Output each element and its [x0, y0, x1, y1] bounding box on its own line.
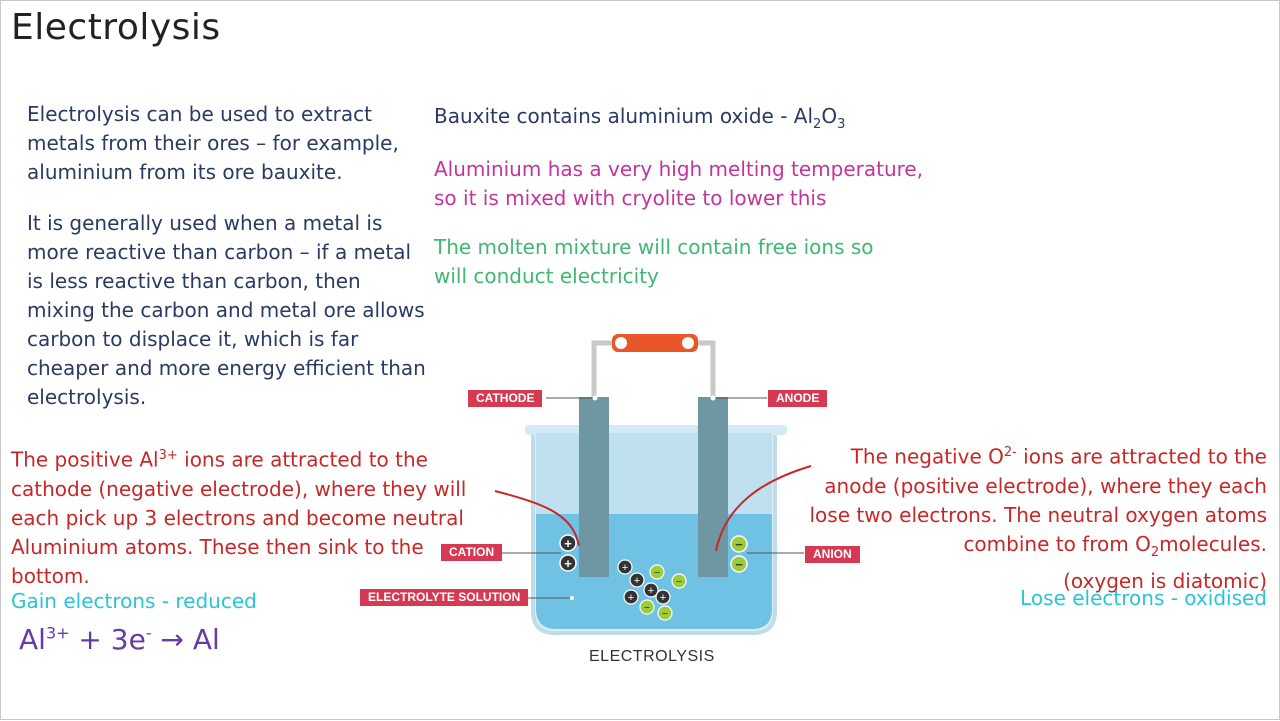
svg-text:+: + — [628, 592, 634, 604]
text-span: molecules. — [1159, 531, 1267, 556]
molten-note: The molten mixture will contain free ion… — [434, 233, 874, 291]
subscript: 2 — [1150, 544, 1160, 560]
svg-text:+: + — [648, 585, 654, 597]
svg-text:+: + — [622, 562, 628, 574]
text-line: lose two electrons. The neutral oxygen a… — [809, 502, 1267, 527]
cation-note: The positive Al3+ ions are attracted to … — [11, 441, 491, 591]
reactivity-paragraph: It is generally used when a metal is mor… — [27, 209, 437, 412]
svg-text:−: − — [644, 602, 650, 614]
bauxite-text: O — [821, 104, 838, 128]
cation-pointer-curve — [494, 490, 580, 547]
text-line: Aluminium has a very high melting temper… — [434, 157, 924, 181]
electrolyte-solution-label: ELECTROLYTE SOLUTION — [360, 589, 529, 606]
text-line: more reactive than carbon – if a metal — [27, 240, 412, 264]
text-line: cheaper and more energy efficient than — [27, 356, 426, 380]
text-line: mixing the carbon and metal ore allows — [27, 298, 425, 322]
text-line: The positive Al3+ ions are attracted to … — [11, 441, 491, 475]
beaker-upper-glass — [536, 433, 772, 517]
svg-text:+: + — [564, 556, 572, 571]
bauxite-note: Bauxite contains aluminium oxide - Al2O3 — [434, 102, 845, 139]
text-line: aluminium from its ore bauxite. — [27, 160, 343, 184]
anion-label: ANION — [805, 546, 860, 563]
text-line: so it is mixed with cryolite to lower th… — [434, 186, 827, 210]
superscript: 2- — [1003, 445, 1017, 460]
svg-text:−: − — [735, 557, 743, 572]
svg-text:+: + — [564, 536, 572, 551]
text-line: The molten mixture will contain free ion… — [434, 235, 874, 259]
text-line: bottom. — [11, 563, 90, 588]
battery-negative-terminal — [615, 337, 627, 349]
text-line: Electrolysis can be used to extract — [27, 102, 372, 126]
superscript: 3+ — [158, 448, 178, 463]
svg-text:−: − — [676, 576, 682, 588]
cation-label: CATION — [441, 544, 503, 561]
reduction-equation: Al3+ + 3e- → Al — [19, 623, 220, 656]
page-title: Electrolysis — [11, 7, 221, 48]
svg-text:−: − — [735, 537, 743, 552]
text-line: each pick up 3 electrons and become neut… — [11, 505, 464, 530]
text-line: The negative O2- ions are attracted to t… — [797, 438, 1267, 472]
svg-text:−: − — [662, 608, 668, 620]
text-line: It is generally used when a metal is — [27, 211, 383, 235]
bauxite-text: Bauxite contains aluminium oxide - Al — [434, 104, 814, 128]
equation-part: Al — [19, 623, 46, 656]
equation-part: + 3e — [69, 623, 146, 656]
text-line: (oxygen is diatomic) — [1063, 568, 1267, 593]
cathode-electrode — [579, 397, 609, 577]
battery-icon — [612, 334, 698, 352]
text-span: ions are attracted to the — [177, 447, 428, 472]
anode-label: ANODE — [768, 390, 828, 407]
text-line: is less reactive than carbon, then — [27, 269, 361, 293]
text-line: electrolysis. — [27, 385, 147, 409]
svg-text:+: + — [660, 592, 666, 604]
text-line: combine to from O2molecules. — [797, 530, 1267, 567]
superscript: 3+ — [45, 623, 70, 643]
text-line: metals from their ores – for example, — [27, 131, 399, 155]
text-span: combine to from O — [963, 531, 1151, 556]
equation-part: → Al — [151, 623, 220, 656]
text-span: The positive Al — [11, 447, 159, 472]
battery-positive-terminal — [682, 337, 694, 349]
text-span: The negative O — [850, 444, 1004, 469]
anode-electrode — [698, 397, 728, 577]
text-line: cathode (negative electrode), where they… — [11, 476, 467, 501]
cation-ions: + + — [559, 534, 577, 572]
subscript: 2 — [813, 117, 822, 132]
svg-text:+: + — [634, 575, 640, 587]
text-line: carbon to displace it, which is far — [27, 327, 359, 351]
diagram-caption: ELECTROLYSIS — [589, 648, 715, 665]
text-line: will conduct electricity — [434, 264, 659, 288]
anion-pointer-curve — [715, 465, 812, 552]
text-line: anode (positive electrode), where they e… — [824, 473, 1267, 498]
subscript: 3 — [837, 117, 846, 132]
text-span: ions are attracted to the — [1016, 444, 1267, 469]
anion-note: The negative O2- ions are attracted to t… — [797, 438, 1267, 596]
gain-electrons-note: Gain electrons - reduced — [11, 589, 257, 613]
svg-text:−: − — [654, 567, 660, 579]
melting-note: Aluminium has a very high melting temper… — [434, 155, 923, 213]
anion-ions: − − — [730, 535, 748, 573]
cathode-label: CATHODE — [468, 390, 543, 407]
free-ions: + + + + + − − − − — [617, 559, 687, 621]
superscript: - — [145, 623, 152, 643]
text-line: Aluminium atoms. These then sink to the — [11, 534, 424, 559]
intro-paragraph: Electrolysis can be used to extract meta… — [27, 100, 427, 187]
lose-electrons-note: Lose electrons - oxidised — [1020, 586, 1267, 610]
